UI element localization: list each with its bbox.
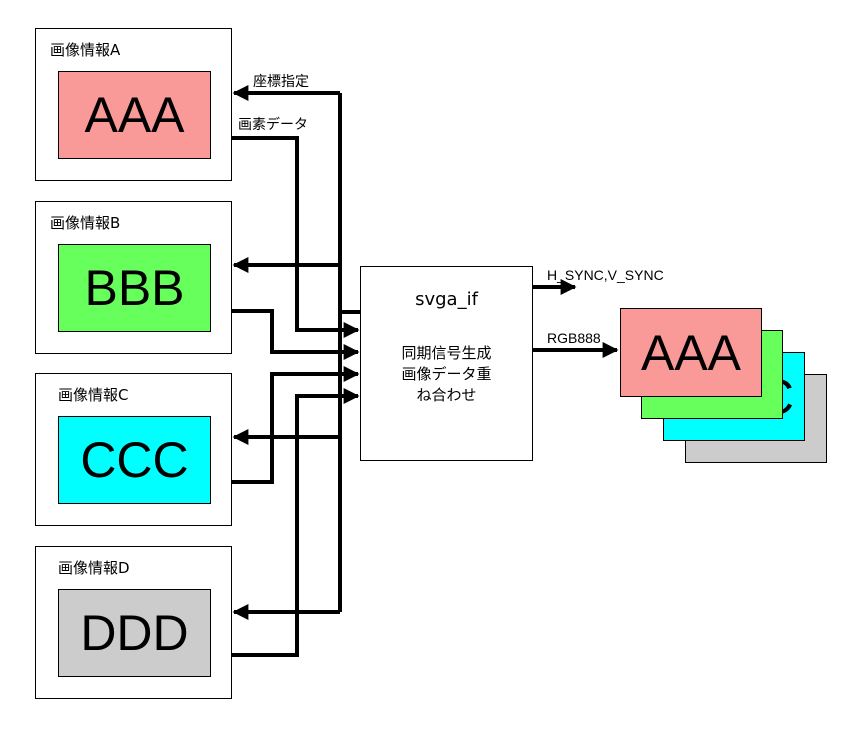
module-desc-line-2: 画像データ重	[401, 365, 492, 383]
pixel-line-d	[232, 388, 360, 657]
image-a: AAA	[58, 71, 211, 159]
output-frame-a: AAA	[620, 308, 762, 397]
image-b: BBB	[58, 244, 211, 332]
pixel-data-label: 画素データ	[238, 117, 308, 133]
pixel-line-a	[232, 136, 360, 338]
module-desc-line-1: 同期信号生成	[401, 344, 492, 362]
coordinate-label: 座標指定	[253, 74, 309, 90]
panel-title-a: 画像情報A	[50, 41, 121, 59]
svga-if-block: svga_if 同期信号生成 画像データ重 ね合わせ	[360, 266, 533, 461]
module-name: svga_if	[415, 289, 478, 310]
panel-image-info-b: 画像情報B BBB	[35, 201, 232, 354]
image-d: DDD	[58, 589, 211, 677]
module-description: 同期信号生成 画像データ重 ね合わせ	[361, 343, 532, 406]
panel-title-d: 画像情報D	[58, 559, 130, 577]
panel-title-b: 画像情報B	[50, 214, 121, 232]
rgb-label: RGB888	[547, 330, 601, 346]
image-c: CCC	[58, 416, 211, 504]
panel-image-info-d: 画像情報D DDD	[35, 546, 232, 699]
panel-title-c: 画像情報C	[58, 386, 129, 404]
panel-image-info-c: 画像情報C CCC	[35, 373, 232, 526]
panel-image-info-a: 画像情報A AAA	[35, 28, 232, 181]
pixel-line-b	[232, 309, 360, 360]
pixel-line-c	[232, 366, 360, 484]
module-desc-line-3: ね合わせ	[416, 386, 477, 404]
